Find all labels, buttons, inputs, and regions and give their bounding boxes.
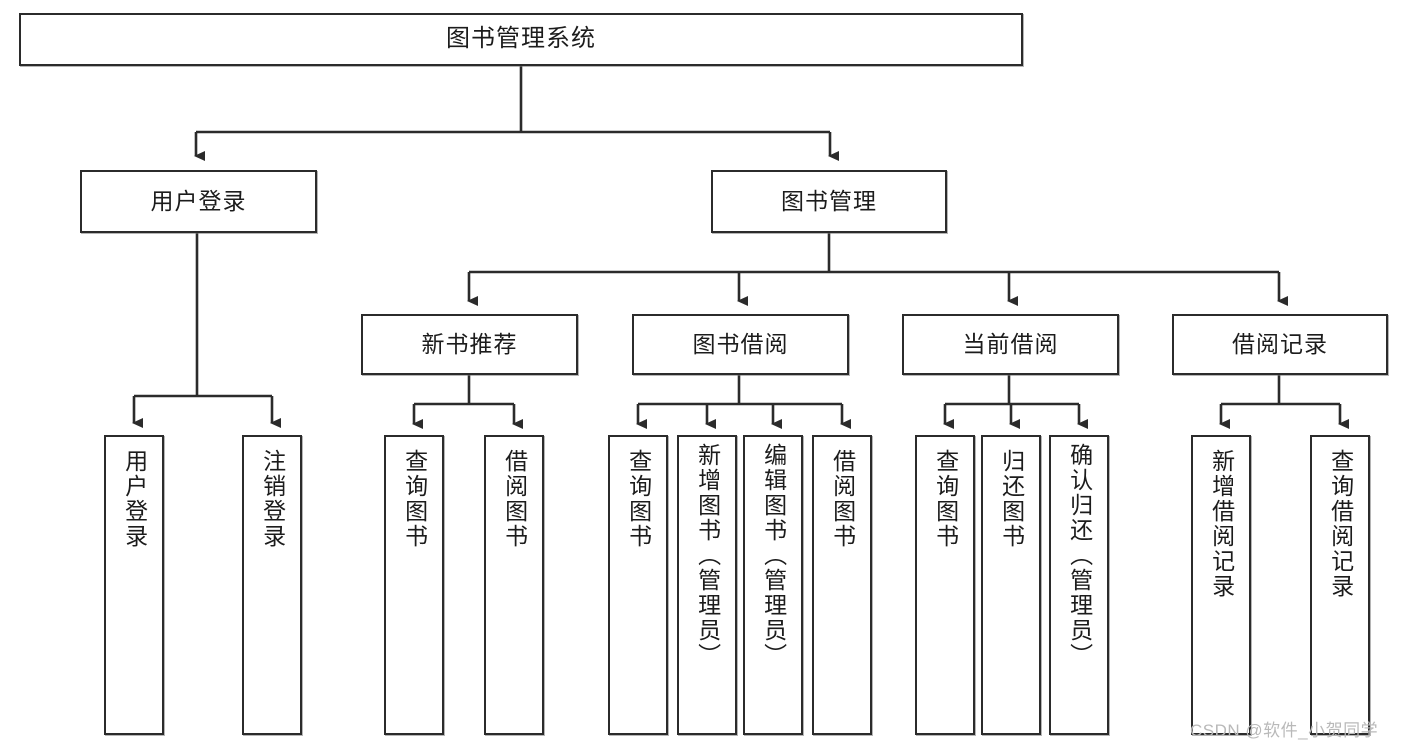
leaf-edit-book-label: 编辑图书（管理员） (760, 443, 787, 668)
leaf-edit-book[interactable]: 编辑图书（管理员） (743, 435, 803, 735)
leaf-add-record[interactable]: 新增借阅记录 (1191, 435, 1251, 735)
node-new-book-recommend-label: 新书推荐 (421, 330, 518, 357)
csdn-watermark: CSDN @软件_小贺同学 (1190, 721, 1379, 740)
leaf-query-book-3[interactable]: 查询图书 (915, 435, 975, 735)
node-current-borrow[interactable]: 当前借阅 (902, 314, 1119, 375)
leaf-confirm-return-label: 确认归还（管理员） (1066, 443, 1093, 668)
leaf-return-book-label: 归还图书 (998, 449, 1025, 549)
node-book-management[interactable]: 图书管理 (711, 170, 947, 233)
leaf-borrow-book-1[interactable]: 借阅图书 (484, 435, 544, 735)
node-root-label: 图书管理系统 (446, 25, 596, 53)
leaf-return-book[interactable]: 归还图书 (981, 435, 1041, 735)
leaf-borrow-book-1-label: 借阅图书 (501, 449, 528, 549)
node-book-borrow[interactable]: 图书借阅 (632, 314, 849, 375)
leaf-query-book-1-label: 查询图书 (401, 449, 428, 549)
leaf-user-login-label: 用户登录 (121, 449, 148, 549)
leaf-user-logout[interactable]: 注销登录 (242, 435, 302, 735)
leaf-borrow-book-2[interactable]: 借阅图书 (812, 435, 872, 735)
leaf-query-record-label: 查询借阅记录 (1327, 449, 1354, 599)
leaf-add-record-label: 新增借阅记录 (1208, 449, 1235, 599)
leaf-add-book[interactable]: 新增图书（管理员） (677, 435, 737, 735)
node-user-login[interactable]: 用户登录 (80, 170, 317, 233)
node-root[interactable]: 图书管理系统 (19, 13, 1023, 66)
node-current-borrow-label: 当前借阅 (962, 330, 1059, 357)
leaf-user-login[interactable]: 用户登录 (104, 435, 164, 735)
node-new-book-recommend[interactable]: 新书推荐 (361, 314, 578, 375)
leaf-user-logout-label: 注销登录 (259, 449, 286, 549)
leaf-borrow-book-2-label: 借阅图书 (829, 449, 856, 549)
leaf-query-book-3-label: 查询图书 (932, 449, 959, 549)
node-user-login-label: 用户登录 (150, 187, 247, 214)
leaf-query-book-2[interactable]: 查询图书 (608, 435, 668, 735)
leaf-query-book-1[interactable]: 查询图书 (384, 435, 444, 735)
node-book-management-label: 图书管理 (781, 187, 877, 214)
leaf-add-book-label: 新增图书（管理员） (694, 443, 721, 668)
leaf-query-book-2-label: 查询图书 (625, 449, 652, 549)
node-borrow-records[interactable]: 借阅记录 (1172, 314, 1388, 375)
leaf-query-record[interactable]: 查询借阅记录 (1310, 435, 1370, 735)
leaf-confirm-return[interactable]: 确认归还（管理员） (1049, 435, 1109, 735)
node-book-borrow-label: 图书借阅 (692, 330, 789, 357)
node-borrow-records-label: 借阅记录 (1232, 330, 1328, 357)
